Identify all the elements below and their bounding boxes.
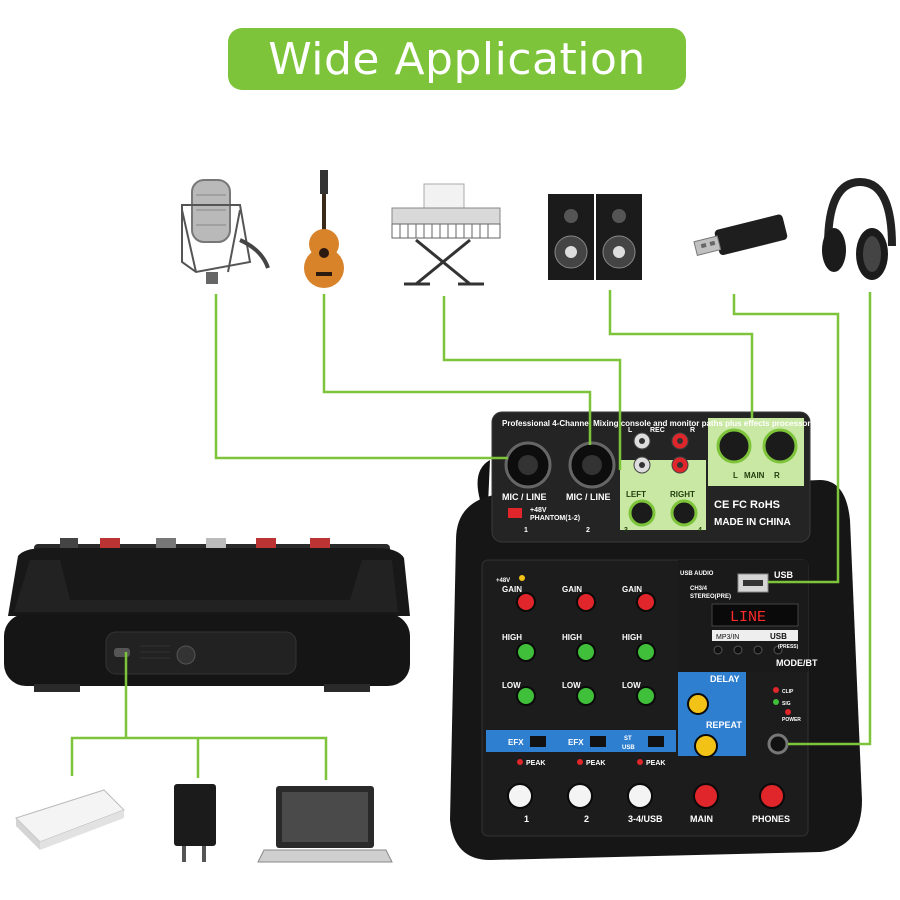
high-label-ch2: HIGH — [562, 633, 582, 642]
gain-label-ch2: GAIN — [562, 585, 582, 594]
low-label-ch2: LOW — [562, 681, 581, 690]
low-knob-ch2[interactable] — [576, 686, 596, 706]
level-knob-ch2[interactable] — [567, 783, 593, 809]
num1-label: 1 — [524, 527, 528, 534]
gain-label-ch3: GAIN — [622, 585, 642, 594]
repeat-label: REPEAT — [706, 720, 742, 730]
delay-knob[interactable] — [687, 693, 709, 715]
gain-knob-ch3[interactable] — [636, 592, 656, 612]
high-label-ch1: HIGH — [502, 633, 522, 642]
stereo-pre-label: STEREO(PRE) — [690, 594, 731, 600]
press-label: (PRESS) — [778, 644, 799, 650]
mode-bt-label: MODE/BT — [776, 658, 818, 668]
right-label: RIGHT — [670, 490, 695, 499]
main-l-label: L — [733, 471, 738, 480]
num4-label: 4 — [698, 527, 702, 534]
ch34-usb-label: CH3/4 — [690, 586, 708, 592]
peak2-label: PEAK — [586, 760, 605, 767]
next-button[interactable] — [753, 645, 763, 655]
gain-label-ch1: GAIN — [502, 585, 522, 594]
low-label-ch3: LOW — [622, 681, 641, 690]
mode-button[interactable] — [773, 645, 783, 655]
rec-r-label: R — [690, 427, 695, 434]
main-knob[interactable] — [693, 783, 719, 809]
phantom-48v-label: +48V — [530, 507, 547, 514]
phones-knob[interactable] — [759, 783, 785, 809]
sig-label: SIG — [782, 701, 791, 707]
efx1-label: EFX — [508, 738, 524, 747]
rec-l-label: L — [628, 427, 633, 434]
phantom-label: PHANTOM(1-2) — [530, 515, 580, 522]
level-knob-ch3[interactable] — [627, 783, 653, 809]
laptop-icon — [257, 786, 393, 863]
ch34-label: 3-4/USB — [628, 814, 663, 824]
microphone-icon — [181, 179, 270, 284]
mp3in-label: MP3/IN — [716, 634, 739, 641]
low-knob-ch1[interactable] — [516, 686, 536, 706]
mic1-label: MIC / LINE — [502, 492, 547, 502]
usb-logo: USB — [770, 632, 787, 641]
level-knob-ch1[interactable] — [507, 783, 533, 809]
front-48v-label: +48V — [496, 578, 510, 584]
low-label-ch1: LOW — [502, 681, 521, 690]
usb-sel-label: USB — [622, 745, 635, 751]
efx1-button[interactable] — [530, 736, 546, 747]
connection-lines — [70, 290, 872, 780]
made-in-label: MADE IN CHINA — [714, 517, 791, 528]
high-knob-ch1[interactable] — [516, 642, 536, 662]
cert-label: CE FC RoHS — [714, 499, 780, 511]
usb-port-label: USB — [774, 570, 794, 580]
ch2-label: 2 — [584, 814, 589, 824]
ch1-label: 1 — [524, 814, 529, 824]
speakers-icon — [548, 194, 642, 280]
left-label: LEFT — [626, 490, 646, 499]
peak3-label: PEAK — [646, 760, 665, 767]
low-knob-ch3[interactable] — [636, 686, 656, 706]
mic2-label: MIC / LINE — [566, 492, 611, 502]
usb-audio-label: USB AUDIO — [680, 571, 714, 577]
st-label: ST — [624, 736, 632, 742]
top-header-label: Professional 4-Channel Mixing console an… — [502, 419, 811, 428]
keyboard-icon — [391, 183, 501, 286]
main-r-label: R — [774, 471, 780, 480]
delay-label: DELAY — [710, 674, 740, 684]
mixer-side-view — [4, 538, 410, 692]
banner-title: Wide Application — [228, 28, 686, 90]
mixer-front-view: Professional 4-Channel Mixing console an… — [450, 411, 862, 860]
wall-adapter-icon — [174, 784, 216, 862]
peak1-label: PEAK — [526, 760, 545, 767]
st-usb-button[interactable] — [648, 736, 664, 747]
num2-label: 2 — [586, 527, 590, 534]
efx2-button[interactable] — [590, 736, 606, 747]
play-button[interactable] — [713, 645, 723, 655]
main-label: MAIN — [690, 814, 713, 824]
gain-knob-ch2[interactable] — [576, 592, 596, 612]
repeat-knob[interactable] — [694, 734, 718, 758]
main-out-label: MAIN — [744, 471, 765, 480]
gain-knob-ch1[interactable] — [516, 592, 536, 612]
power-bank-icon — [15, 789, 125, 850]
clip-label: CLIP — [782, 689, 794, 695]
prev-button[interactable] — [733, 645, 743, 655]
usb-drive-icon — [693, 214, 788, 256]
phones-label: PHONES — [752, 814, 790, 824]
phones-jack[interactable] — [767, 733, 789, 755]
efx2-label: EFX — [568, 738, 584, 747]
phantom-switch[interactable] — [508, 508, 522, 518]
led-display: LINE — [730, 609, 766, 626]
headphones-icon — [822, 177, 896, 280]
guitar-icon — [304, 170, 344, 288]
high-label-ch3: HIGH — [622, 633, 642, 642]
num3-label: 3 — [624, 527, 628, 534]
rec-label: REC — [650, 427, 665, 434]
power-label: POWER — [782, 717, 801, 723]
high-knob-ch2[interactable] — [576, 642, 596, 662]
high-knob-ch3[interactable] — [636, 642, 656, 662]
